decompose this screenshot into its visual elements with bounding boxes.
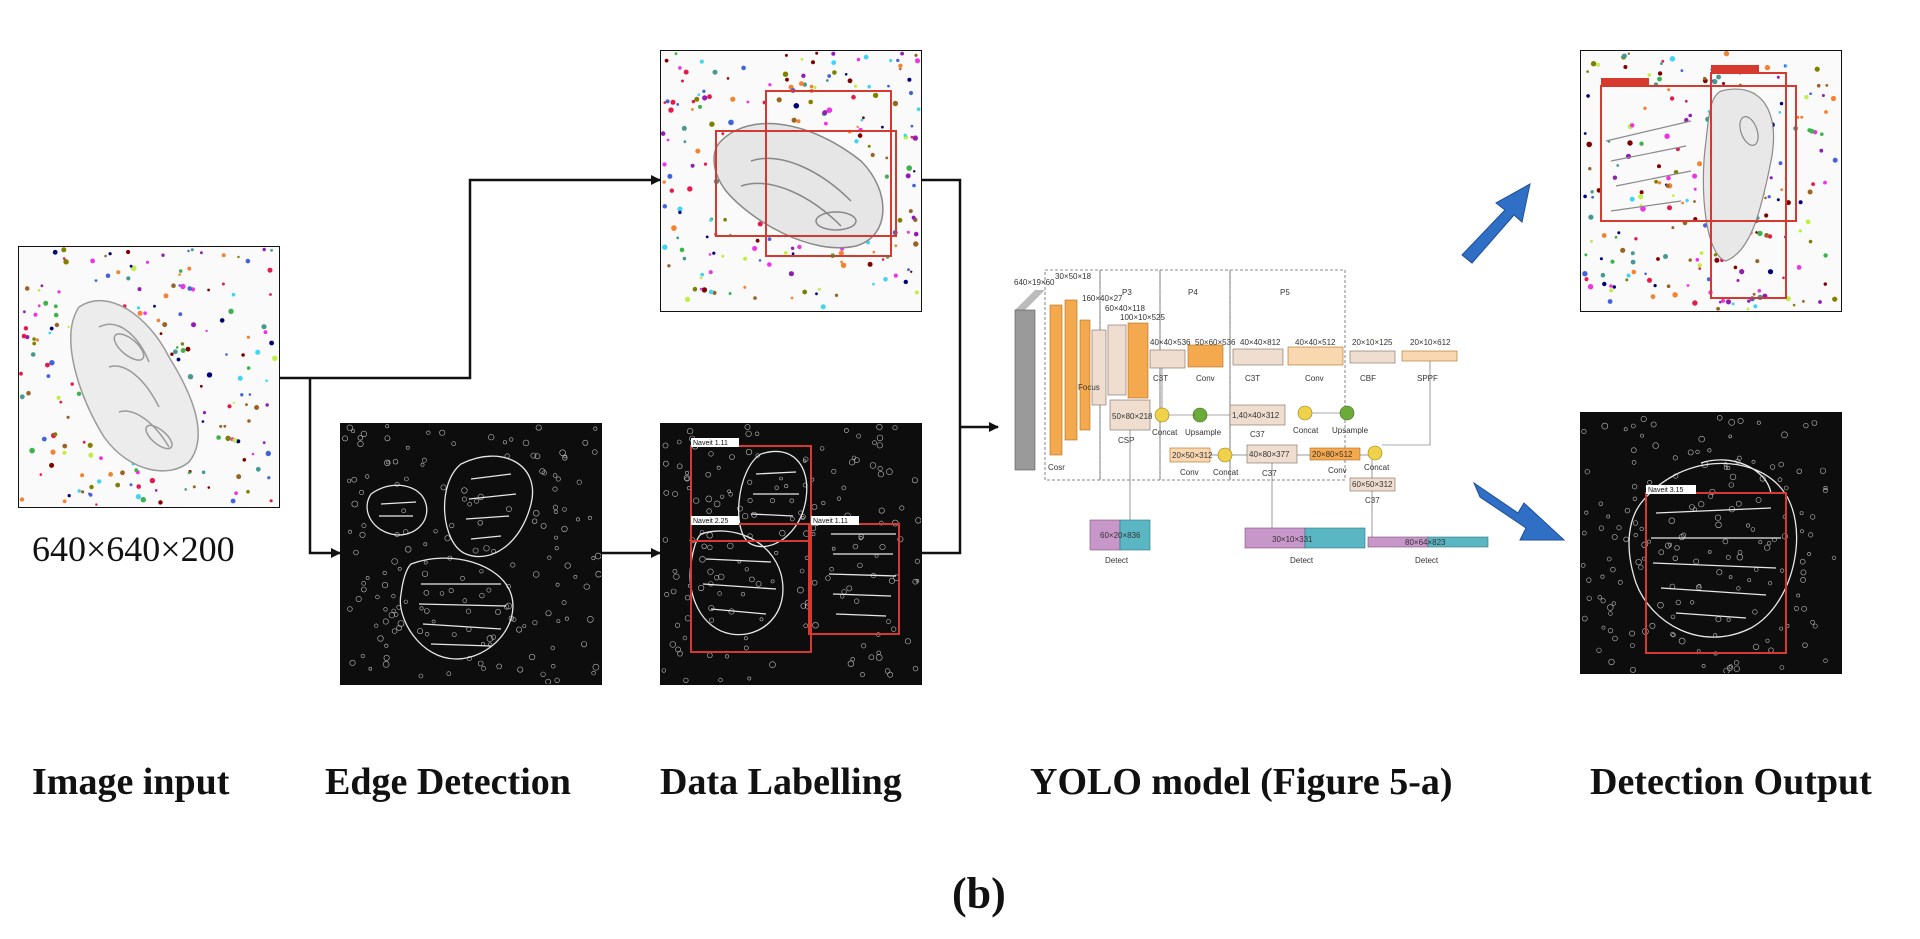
op-upsample-1: Upsample — [1185, 428, 1222, 437]
bbox-label-a — [690, 445, 812, 542]
op-cosr: Cosr — [1048, 463, 1065, 472]
op-c37-3: C37 — [1365, 496, 1380, 505]
output-edge-panel: Naveit 3.15 — [1580, 412, 1842, 674]
layer-l9-dim: 20×10×125 — [1352, 338, 1393, 347]
arrow-merge-to-yolo — [920, 178, 998, 555]
bbox-tag-c: Naveit 1.11 — [813, 518, 848, 525]
layer-l4-dim: 100×10×525 — [1120, 313, 1165, 322]
op-concat-4: Concat — [1364, 463, 1390, 472]
layer-l7-dim: 40×40×812 — [1240, 338, 1281, 347]
op-c37-2: C37 — [1262, 469, 1277, 478]
stage-label-input: Image input — [32, 761, 230, 803]
edge-noise-circles — [342, 424, 601, 684]
layer-l1-dim: 30×50×18 — [1055, 272, 1092, 281]
op-csp: CSP — [1118, 436, 1134, 445]
layer-csp-p4: 1,40×40×312 — [1232, 411, 1280, 420]
stage-label-yolo: YOLO model (Figure 5-a) — [1030, 761, 1453, 803]
bbox-out-1 — [1600, 85, 1797, 222]
layer-l8-dim: 40×40×512 — [1295, 338, 1336, 347]
arrow-input-to-top — [280, 175, 661, 380]
op-conv-2: Conv — [1196, 374, 1215, 383]
op-conv-5: Conv — [1328, 466, 1347, 475]
op-detect-3: Detect — [1415, 556, 1439, 565]
edge-shoeprints — [366, 455, 534, 660]
input-size-label: 640×640×200 — [32, 529, 235, 569]
figure-label: (b) — [952, 869, 1006, 918]
yolo-input-dim: 640×19×60 — [1014, 278, 1055, 287]
output-shoeprints — [1605, 88, 1775, 262]
stage-label-edge: Edge Detection — [325, 761, 571, 803]
layer-det2: 30×10×331 — [1272, 535, 1313, 544]
label-shoeprints — [689, 450, 897, 636]
layer-l3-dim: 60×40×118 — [1105, 304, 1145, 313]
labelled-rgb-panel — [660, 50, 922, 312]
layer-conv-b: 20×80×512 — [1312, 450, 1353, 459]
layer-det1: 60×20×836 — [1100, 531, 1141, 540]
bbox-label-b — [690, 523, 812, 653]
op-detect-2: Detect — [1290, 556, 1314, 565]
output-edge-shoeprint — [1628, 459, 1798, 638]
stage-p3: P3 — [1122, 288, 1132, 297]
bbox-top-2 — [715, 130, 897, 237]
op-concat-1: Concat — [1152, 428, 1178, 437]
stage-label-output: Detection Output — [1590, 761, 1872, 803]
blue-arrow-down — [1472, 481, 1566, 541]
layer-l10-dim: 20×10×612 — [1410, 338, 1451, 347]
bbox-top-1 — [765, 90, 892, 257]
data-labelling-panel: Naveit 1.11 Naveit 2.25 Naveit 1.11 — [660, 423, 922, 685]
stage-p4: P4 — [1188, 288, 1198, 297]
bbox-label-c — [808, 523, 900, 635]
stage-label-labelling: Data Labelling — [660, 761, 902, 803]
layer-det3: 80×64×823 — [1405, 538, 1446, 547]
stage-p5: P5 — [1280, 288, 1290, 297]
bbox-tag-out: Naveit 3.15 — [1648, 487, 1684, 494]
input-image-panel — [18, 246, 280, 508]
edge-detection-panel — [340, 423, 602, 685]
op-concat-2: Concat — [1293, 426, 1319, 435]
layer-csp-mid: 50×80×218 — [1112, 412, 1153, 421]
op-c37-1: C37 — [1250, 430, 1265, 439]
output-edge-noise — [1581, 415, 1837, 673]
layer-csp-p6: 60×50×312 — [1352, 480, 1393, 489]
layer-l5-dim: 40×40×536 — [1150, 338, 1191, 347]
arrow-input-to-edge — [308, 378, 341, 558]
blue-arrow-up — [1461, 183, 1531, 264]
op-conv-3: Conv — [1305, 374, 1324, 383]
yolo-model-diagram: P3 P4 P5 640×19×60 30×50×18 160×40×27 60… — [1010, 265, 1495, 575]
op-cbf: CBF — [1360, 374, 1376, 383]
layer-l2-dim: 160×40×27 — [1082, 294, 1123, 303]
bbox-tag-a: Naveit 1.11 — [693, 440, 728, 447]
layer-conv-a: 20×50×312 — [1172, 451, 1213, 460]
op-concat-3: Concat — [1213, 468, 1239, 477]
op-sppf: SPPF — [1417, 374, 1438, 383]
op-focus: Focus — [1078, 383, 1100, 392]
bbox-tag-b: Naveit 2.25 — [693, 518, 729, 525]
op-conv-4: Conv — [1180, 468, 1199, 477]
shoeprint-left — [70, 300, 200, 472]
layer-csp-p5: 40×80×377 — [1249, 450, 1290, 459]
bbox-out-edge — [1645, 492, 1787, 654]
shoeprint-top — [713, 122, 884, 249]
yolo-input-slab — [1014, 309, 1036, 471]
op-c3t-2: C3T — [1245, 374, 1260, 383]
output-rgb-panel — [1580, 50, 1842, 312]
op-detect-1: Detect — [1105, 556, 1129, 565]
op-upsample-2: Upsample — [1332, 426, 1369, 435]
op-c3t-1: C3T — [1153, 374, 1168, 383]
layer-l6-dim: 50×60×536 — [1195, 338, 1236, 347]
